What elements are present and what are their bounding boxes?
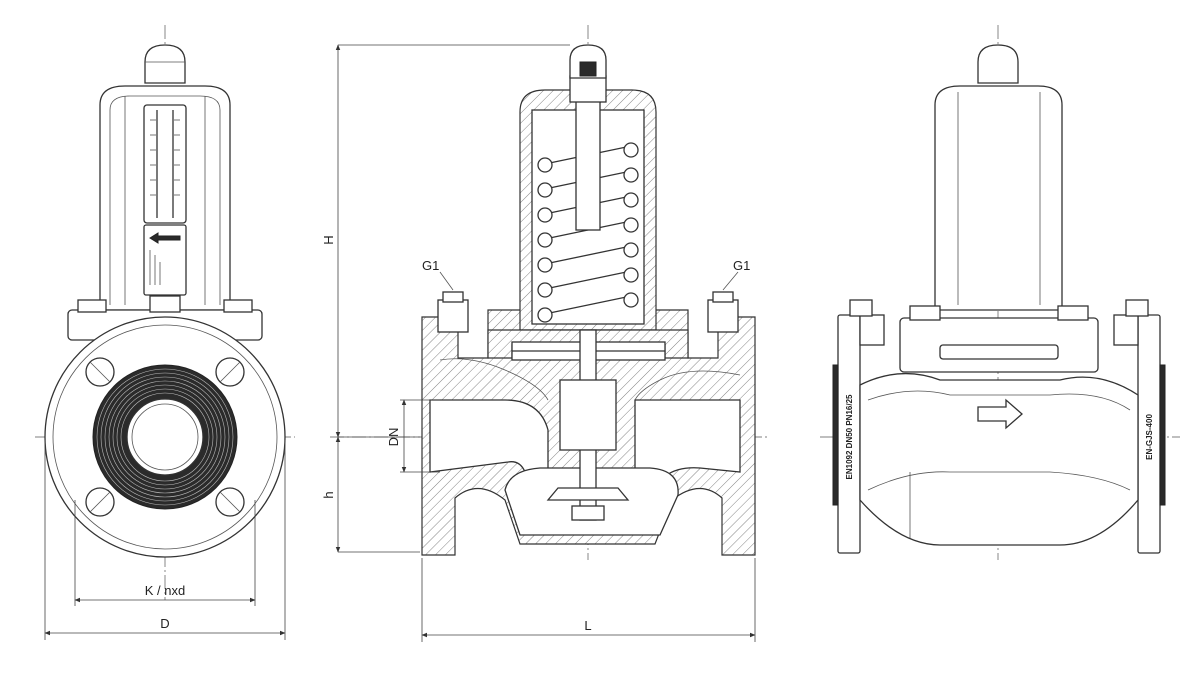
sealing-face-rings: [96, 368, 234, 506]
side-view: EN1092 DN50 PN16/25 EN-GJS-400: [820, 25, 1180, 560]
front-view: K / nxd D: [35, 25, 295, 640]
dim-h-label: h: [321, 491, 336, 498]
flange-marking-right: EN-GJS-400: [1145, 414, 1154, 460]
scale-ticks: [150, 119, 180, 196]
dim-DN-label: DN: [386, 428, 401, 447]
dim-D-label: D: [160, 616, 169, 631]
dim-K-label: K / nxd: [145, 583, 185, 598]
dim-L-label: L: [584, 618, 591, 633]
section-view: G1 G1 H h DN L: [321, 25, 770, 642]
g1-left-label: G1: [422, 258, 439, 273]
flange-marking-left: EN1092 DN50 PN16/25: [845, 394, 854, 479]
g1-right-label: G1: [733, 258, 750, 273]
dim-H-label: H: [321, 235, 336, 244]
